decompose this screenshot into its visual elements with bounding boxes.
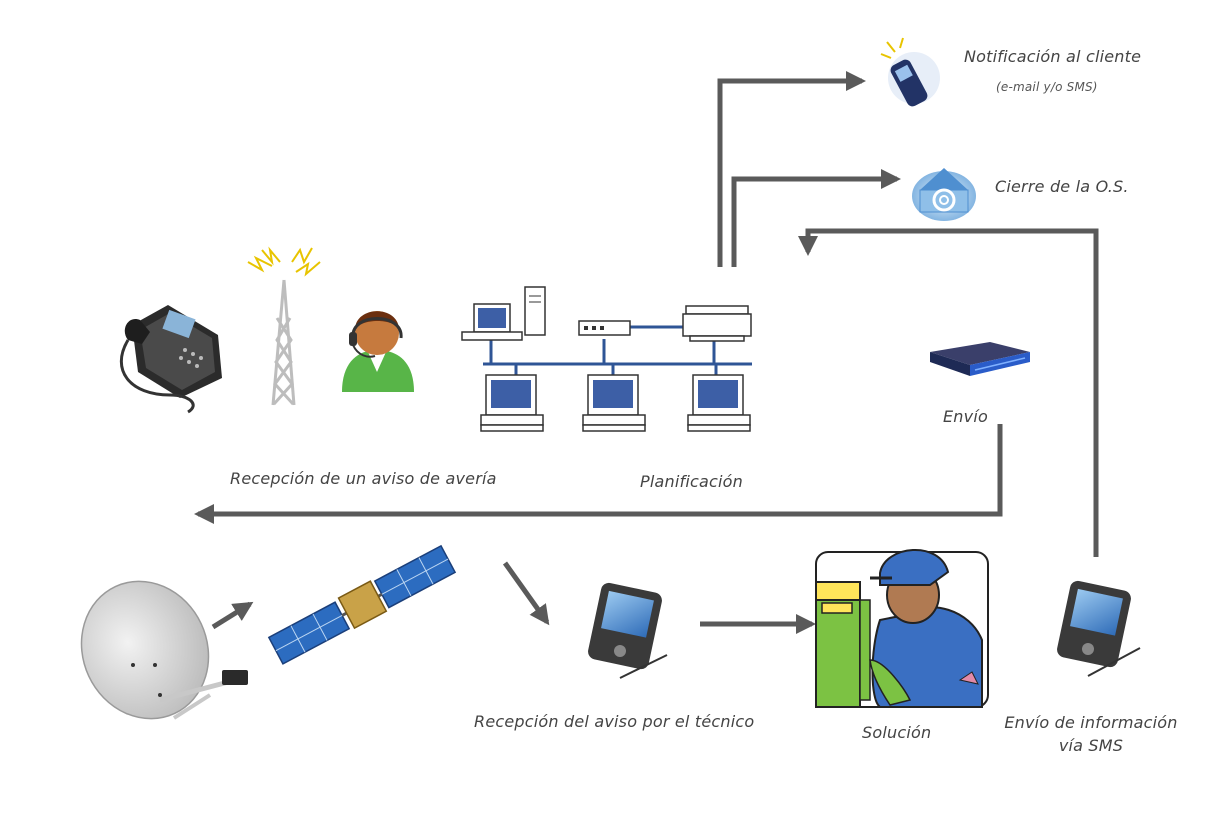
closure-label: Cierre de la O.S. [995,177,1129,196]
send-label: Envío [943,407,988,426]
pda-icon [1057,580,1141,677]
router-device-icon [930,342,1030,376]
notification-sublabel: (e-mail y/o SMS) [996,80,1098,94]
arrow-to-notification [717,71,866,267]
email-icon [912,168,976,221]
satellite-icon [267,544,457,665]
flow-arrows [194,71,1099,634]
call-center-operator-icon [342,311,414,392]
arrow-satellite-to-pda [502,561,550,626]
notification-label: Notificación al cliente [964,47,1142,66]
computer-network-icon [461,286,752,432]
planning-label: Planificación [640,472,743,491]
reception-label: Recepción de un aviso de avería [230,469,497,488]
solution-label: Solución [862,723,932,742]
arrow-dish-to-satellite [211,601,254,630]
radio-antenna-icon [247,246,321,406]
technician-label: Recepción del aviso por el técnico [474,712,755,731]
technician-icon [815,548,989,708]
arrow-send-to-left [194,424,1003,524]
arrow-to-closure [731,169,901,267]
pda-icon [588,582,668,679]
desk-phone-icon [119,305,222,414]
arrow-info-to-closure [798,228,1099,557]
mobile-phone-icon [880,37,940,107]
satellite-dish-icon [80,580,248,720]
info-sms-label-line2: vía SMS [1058,736,1124,755]
info-sms-label-line1: Envío de información [1004,713,1178,732]
